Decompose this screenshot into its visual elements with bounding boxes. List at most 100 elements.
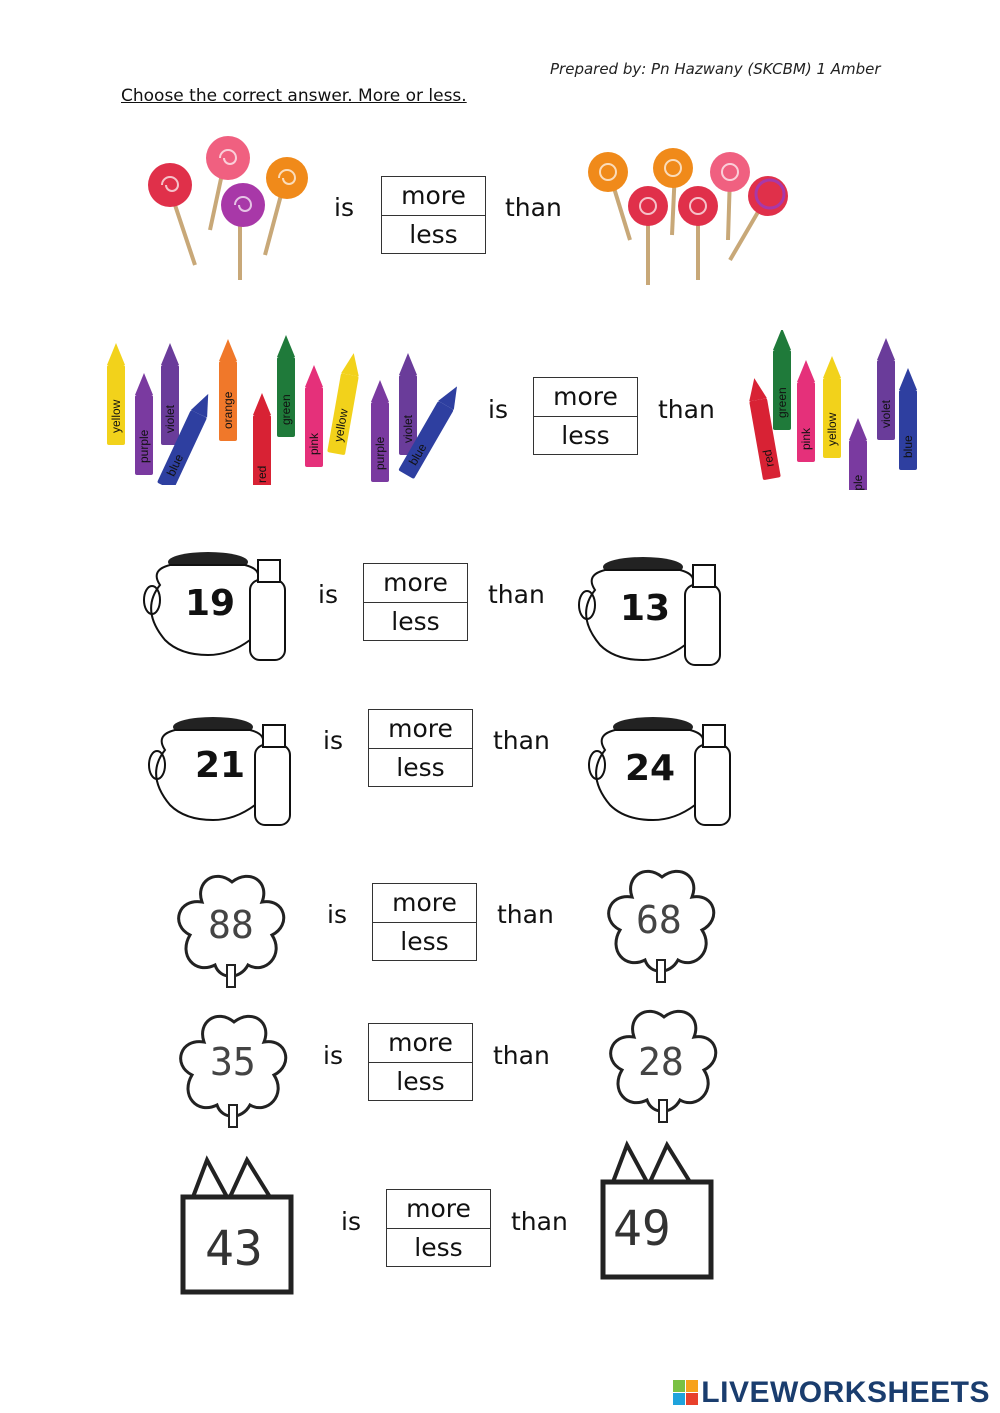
svg-text:purple: purple: [137, 429, 151, 463]
choice-box-2[interactable]: more less: [533, 377, 638, 455]
option-more[interactable]: more: [369, 710, 472, 749]
flower-number: 68: [636, 898, 682, 942]
crayon-violet: violet: [877, 338, 895, 440]
crayon-purple: purple: [371, 380, 389, 482]
than-label-4: than: [493, 726, 550, 755]
crayons-left: yellowpurplevioletblueorangeredgreenpink…: [107, 335, 457, 485]
svg-text:yellow: yellow: [825, 412, 839, 446]
crayon-green: green: [277, 335, 295, 437]
is-label-1: is: [334, 193, 354, 222]
svg-text:blue: blue: [901, 435, 915, 458]
crayon-purple: purple: [135, 373, 153, 475]
liveworksheets-brand: LIVEWORKSHEETS: [701, 1376, 990, 1409]
flower-number: 28: [638, 1040, 684, 1084]
svg-text:red: red: [760, 448, 777, 468]
is-label-6: is: [323, 1041, 343, 1070]
choice-box-1[interactable]: more less: [381, 176, 486, 254]
crayon-blue: blue: [398, 386, 457, 479]
crayon-purple: purple: [849, 418, 867, 490]
box-number: 49: [613, 1201, 671, 1257]
option-more[interactable]: more: [369, 1024, 472, 1063]
crayon-violet: violet: [399, 353, 417, 455]
liveworksheets-icon: [673, 1380, 699, 1405]
svg-text:violet: violet: [163, 404, 177, 433]
than-label-5: than: [497, 900, 554, 929]
option-more[interactable]: more: [364, 564, 467, 603]
pot-number: 21: [195, 745, 245, 786]
svg-text:red: red: [255, 466, 269, 483]
choice-box-7[interactable]: more less: [386, 1189, 491, 1267]
pot-right-1: 13: [578, 557, 721, 666]
crayon-yellow: yellow: [327, 353, 359, 455]
crayon-yellow: yellow: [823, 356, 841, 458]
option-less[interactable]: less: [396, 752, 445, 782]
svg-text:pink: pink: [307, 432, 321, 455]
option-more[interactable]: more: [382, 177, 485, 216]
pot-number: 13: [620, 588, 670, 629]
choice-box-3[interactable]: more less: [363, 563, 468, 641]
choice-box-6[interactable]: more less: [368, 1023, 473, 1101]
than-label-3: than: [488, 580, 545, 609]
is-label-5: is: [327, 900, 347, 929]
choice-box-4[interactable]: more less: [368, 709, 473, 787]
flower-left-2: 35: [179, 1015, 288, 1128]
crayons-right: red green pink yellow purple violet blue: [749, 330, 917, 490]
svg-text:yellow: yellow: [331, 407, 351, 443]
crayon-violet: violet: [161, 343, 179, 445]
pot-number: 24: [625, 748, 675, 789]
svg-text:green: green: [279, 394, 293, 425]
crayon-pink: pink: [797, 360, 815, 462]
svg-text:yellow: yellow: [109, 399, 123, 433]
svg-text:violet: violet: [401, 414, 415, 443]
option-less[interactable]: less: [561, 420, 610, 450]
option-less[interactable]: less: [409, 219, 458, 249]
is-label-2: is: [488, 395, 508, 424]
box-number: 43: [205, 1221, 263, 1277]
is-label-7: is: [341, 1207, 361, 1236]
flower-number: 88: [208, 903, 254, 947]
pot-left-2: 21: [148, 717, 291, 826]
is-label-3: is: [318, 580, 338, 609]
option-more[interactable]: more: [534, 378, 637, 417]
crayon-pink: pink: [305, 365, 323, 467]
crayon-green: green: [773, 330, 791, 430]
lollipops-left: [148, 136, 308, 280]
option-less[interactable]: less: [400, 926, 449, 956]
box-left: 43: [180, 1155, 294, 1295]
option-less[interactable]: less: [396, 1066, 445, 1096]
lollipops-right: [588, 148, 788, 285]
instruction: Choose the correct answer. More or less.: [121, 86, 467, 106]
crayon-red: red: [749, 378, 781, 480]
flower-left-1: 88: [177, 875, 286, 988]
is-label-4: is: [323, 726, 343, 755]
crayon-yellow: yellow: [107, 343, 125, 445]
crayon-red: red: [253, 393, 271, 485]
flower-right-1: 68: [607, 870, 716, 983]
svg-text:purple: purple: [373, 436, 387, 470]
liveworksheets-logo: LIVEWORKSHEETS: [673, 1376, 990, 1410]
option-more[interactable]: more: [387, 1190, 490, 1229]
crayon-blue: blue: [157, 393, 209, 485]
option-more[interactable]: more: [373, 884, 476, 923]
option-less[interactable]: less: [414, 1232, 463, 1262]
prepared-by: Prepared by: Pn Hazwany (SKCBM) 1 Amber: [550, 60, 881, 78]
svg-text:orange: orange: [221, 391, 235, 429]
svg-text:purple: purple: [851, 474, 865, 490]
flower-right-2: 28: [609, 1010, 718, 1123]
svg-text:pink: pink: [799, 427, 813, 450]
than-label-2: than: [658, 395, 715, 424]
pot-right-2: 24: [588, 717, 731, 826]
crayon-orange: orange: [219, 339, 237, 441]
option-less[interactable]: less: [391, 606, 440, 636]
svg-text:green: green: [775, 387, 789, 418]
pot-number: 19: [185, 583, 235, 624]
choice-box-5[interactable]: more less: [372, 883, 477, 961]
than-label-1: than: [505, 193, 562, 222]
than-label-7: than: [511, 1207, 568, 1236]
flower-number: 35: [210, 1040, 256, 1084]
box-right: 49: [600, 1140, 714, 1280]
svg-text:violet: violet: [879, 399, 893, 428]
than-label-6: than: [493, 1041, 550, 1070]
crayon-blue: blue: [899, 368, 917, 470]
pot-left-1: 19: [143, 552, 286, 661]
